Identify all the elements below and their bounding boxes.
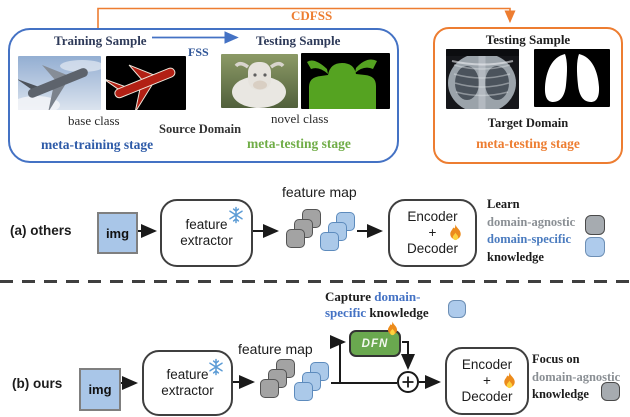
cdfss-label: CDFSS <box>291 8 333 23</box>
fss-label: FSS <box>188 45 209 59</box>
testing-sample-title: Testing Sample <box>256 33 341 48</box>
xray-photo <box>446 49 519 109</box>
row-a-feature-extractor-box: feature extractor <box>160 199 253 267</box>
row-b-img-box: img <box>79 368 121 411</box>
fire-trainable-icon <box>504 372 515 389</box>
row-b-extractor-line2: extractor <box>161 383 214 398</box>
capture-word: Capture <box>325 289 371 304</box>
lung-mask-image <box>534 49 610 107</box>
cow-silhouette <box>232 62 286 108</box>
airplane-mask-image <box>106 56 186 110</box>
legend-knowledge: knowledge <box>532 387 589 401</box>
row-a-encoder-line2: + <box>428 225 437 240</box>
legend-blue-square <box>585 237 605 257</box>
row-b-extractor-line1: feature <box>166 367 209 382</box>
capture-note: Capture domain- specific knowledge <box>325 289 429 321</box>
row-a-legend: Learn domain-agnostic domain-specific kn… <box>487 196 575 266</box>
sum-plus-icon <box>397 371 419 393</box>
capture-blue-square <box>448 300 466 318</box>
fire-trainable-icon <box>450 224 461 241</box>
row-b-encoder-line2: + <box>483 373 491 388</box>
legend-domain-specific: domain-specific <box>487 232 572 246</box>
airplane-mask-silhouette <box>106 64 176 110</box>
legend-gray-square <box>601 382 620 401</box>
row-b-feature-map-label: feature map <box>238 341 313 357</box>
arrow-b-branch-to-dfn <box>330 335 346 383</box>
feature-square-blue <box>320 232 339 251</box>
meta-testing-stage-label: meta-testing stage <box>247 136 351 151</box>
row-a-encoder-line1: Encoder <box>407 209 458 224</box>
legend-domain-agnostic: domain-agnostic <box>532 369 621 384</box>
row-a-feature-map-label: feature map <box>282 184 357 200</box>
airplane-photo <box>18 56 101 110</box>
row-b-img-label: img <box>88 382 112 397</box>
legend-learn: Learn <box>487 197 520 211</box>
capture-knowledge-word: knowledge <box>369 305 429 320</box>
row-a-encoder-decoder-box: Encoder + Decoder <box>388 199 477 267</box>
cow-photo <box>221 54 298 108</box>
arrow-b-dfn-to-sum <box>401 341 415 370</box>
snowflake-frozen-icon <box>209 358 223 376</box>
row-a-encoder-line3: Decoder <box>406 241 459 256</box>
capture-domain-word: domain- <box>374 289 421 304</box>
row-b-encoder-line3: Decoder <box>461 389 513 404</box>
airplane-silhouette <box>18 65 88 110</box>
cdfss-arrow <box>97 7 516 28</box>
dashed-divider <box>0 280 630 283</box>
row-a-label: (a) others <box>10 223 72 238</box>
fire-trainable-icon <box>387 321 398 336</box>
legend-domain-agnostic: domain-agnostic <box>487 214 576 229</box>
row-b-legend: Focus on domain-agnostic knowledge <box>532 351 620 404</box>
row-b-feature-extractor-box: feature extractor <box>142 350 233 416</box>
snowflake-frozen-icon <box>229 206 243 224</box>
row-a-img-box: img <box>97 212 138 254</box>
legend-knowledge: knowledge <box>487 249 544 264</box>
feature-square-gray <box>286 229 305 248</box>
target-testing-sample-title: Testing Sample <box>485 32 571 47</box>
cow-mask-image <box>301 53 390 109</box>
target-domain-label: Target Domain <box>487 116 569 130</box>
row-a-extractor-line2: extractor <box>180 233 233 248</box>
row-a-extractor-line1: feature <box>185 217 228 232</box>
row-b-encoder-line1: Encoder <box>461 357 513 372</box>
training-sample-title: Training Sample <box>54 33 147 48</box>
rib-lines <box>453 64 511 97</box>
source-domain-label: Source Domain <box>159 122 242 136</box>
row-b-label: (b) ours <box>12 376 63 391</box>
lung-mask-silhouette <box>544 54 600 102</box>
dfn-box: DFN <box>349 330 401 357</box>
capture-specific-word: specific <box>325 305 367 320</box>
cow-mask-silhouette <box>307 59 377 109</box>
legend-gray-square <box>585 215 605 235</box>
dfn-label: DFN <box>361 337 389 350</box>
base-class-caption: base class <box>68 113 120 128</box>
source-domain-box: Training Sample FSS Testing Sample <box>8 28 399 163</box>
target-domain-box: Testing Sample <box>433 27 623 164</box>
feature-square-gray <box>260 379 279 398</box>
novel-class-caption: novel class <box>271 111 329 126</box>
legend-focus-on: Focus on <box>532 352 580 366</box>
target-meta-testing-stage-label: meta-testing stage <box>476 136 580 151</box>
row-b-encoder-decoder-box: Encoder + Decoder <box>445 347 529 415</box>
row-a-img-label: img <box>105 225 130 241</box>
meta-training-stage-label: meta-training stage <box>41 137 154 152</box>
feature-square-blue <box>294 382 313 401</box>
